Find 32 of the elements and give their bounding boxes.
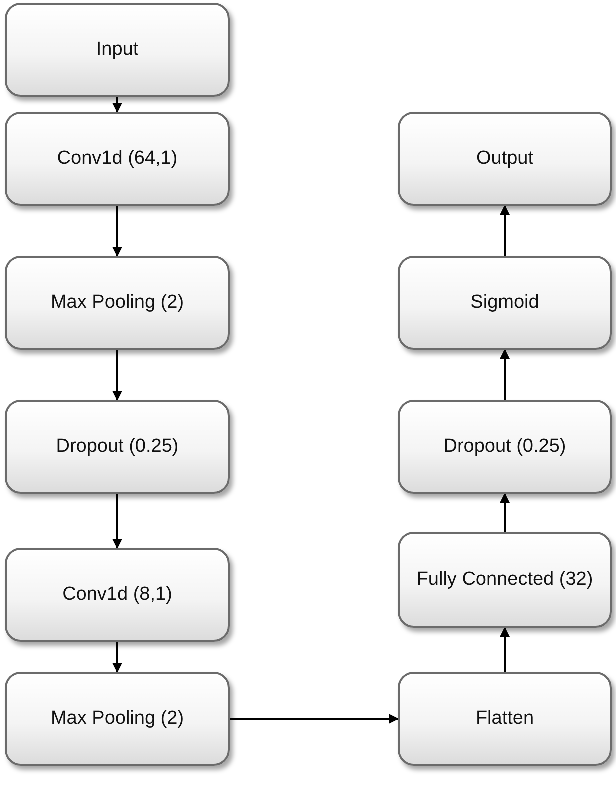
arrow <box>500 493 510 532</box>
layer-label: Input <box>96 39 139 61</box>
layer-box <box>5 3 230 97</box>
layer-label: Fully Connected (32) <box>416 569 594 591</box>
arrow <box>112 494 122 549</box>
layer-label: Dropout (0.25) <box>56 436 179 458</box>
layer-label: Flatten <box>476 708 534 730</box>
arrow <box>112 97 122 113</box>
layer-label: Conv1d (8,1) <box>62 584 172 606</box>
layer-box <box>5 548 230 642</box>
layer-box <box>398 672 612 766</box>
layer-box <box>398 400 612 494</box>
arrow <box>112 642 122 673</box>
layer-label: Max Pooling (2) <box>50 708 184 730</box>
arrow <box>500 205 510 256</box>
arrow <box>112 350 122 401</box>
layer-label: Dropout (0.25) <box>444 436 566 458</box>
layer-label: Max Pooling (2) <box>50 292 184 314</box>
layer-label: Sigmoid <box>470 292 540 314</box>
arrow <box>230 714 399 724</box>
arrow <box>500 627 510 672</box>
layer-box <box>398 532 612 628</box>
layer-box <box>398 112 612 206</box>
arrow <box>500 349 510 400</box>
arrow <box>112 206 122 257</box>
layer-box <box>398 256 612 350</box>
layer-box <box>5 112 230 206</box>
layer-box <box>5 400 230 494</box>
layer-label: Conv1d (64,1) <box>57 148 178 170</box>
layer-box <box>5 256 230 350</box>
layer-label: Output <box>476 148 534 170</box>
layer-box <box>5 672 230 766</box>
